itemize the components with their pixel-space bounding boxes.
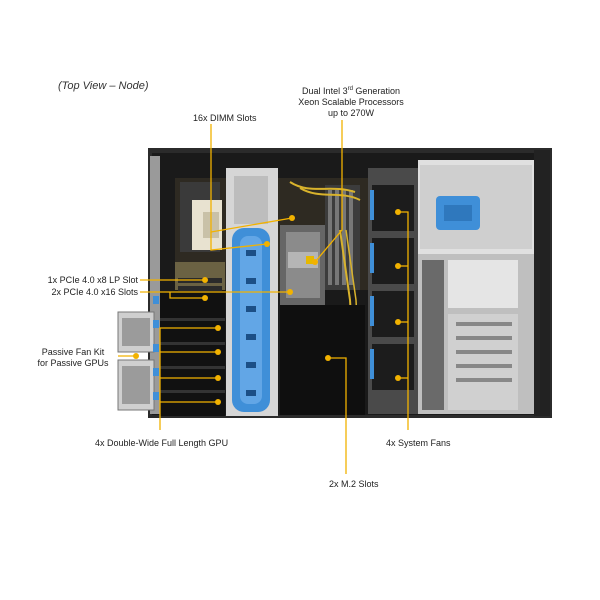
callout-line-fans [398, 211, 409, 430]
callout-fan-kit-line2: for Passive GPUs [37, 358, 109, 368]
callout-dimm-slots: 16x DIMM Slots [193, 113, 257, 123]
system-fans [368, 168, 418, 414]
view-title: (Top View – Node) [58, 80, 149, 92]
callout-gpu: 4x Double-Wide Full Length GPU [95, 438, 229, 448]
callout-system-fans: 4x System Fans [386, 438, 451, 448]
callout-cpu-line3: up to 270W [327, 108, 375, 118]
passive-fan-kit [117, 311, 155, 411]
callout-line-cpu [314, 120, 343, 263]
callout-cpu-line2: Xeon Scalable Processors [298, 97, 404, 107]
callout-cpu-line1: Dual Intel 3rd Generation [302, 86, 400, 96]
callout-line-m2 [328, 357, 347, 474]
callout-lines [118, 120, 409, 474]
m2-region [280, 305, 365, 415]
callout-line-dimm-2 [210, 232, 268, 251]
gpu-bay [153, 292, 225, 416]
callout-pcie-lp: 1x PCIe 4.0 x8 LP Slot [47, 275, 138, 285]
callout-fan-kit-line1: Passive Fan Kit [41, 347, 105, 357]
callout-fan-kit: Passive Fan Kit for Passive GPUs [28, 347, 118, 369]
storage-psu-bay [418, 160, 534, 414]
callout-dots [133, 209, 401, 405]
callout-line-gpu [159, 327, 218, 430]
callout-cpu: Dual Intel 3rd Generation Xeon Scalable … [296, 86, 406, 119]
callout-m2-slots: 2x M.2 Slots [329, 479, 379, 489]
callout-pcie-x16: 2x PCIe 4.0 x16 Slots [51, 287, 138, 297]
callout-line-pcie-x16-b [169, 292, 205, 299]
